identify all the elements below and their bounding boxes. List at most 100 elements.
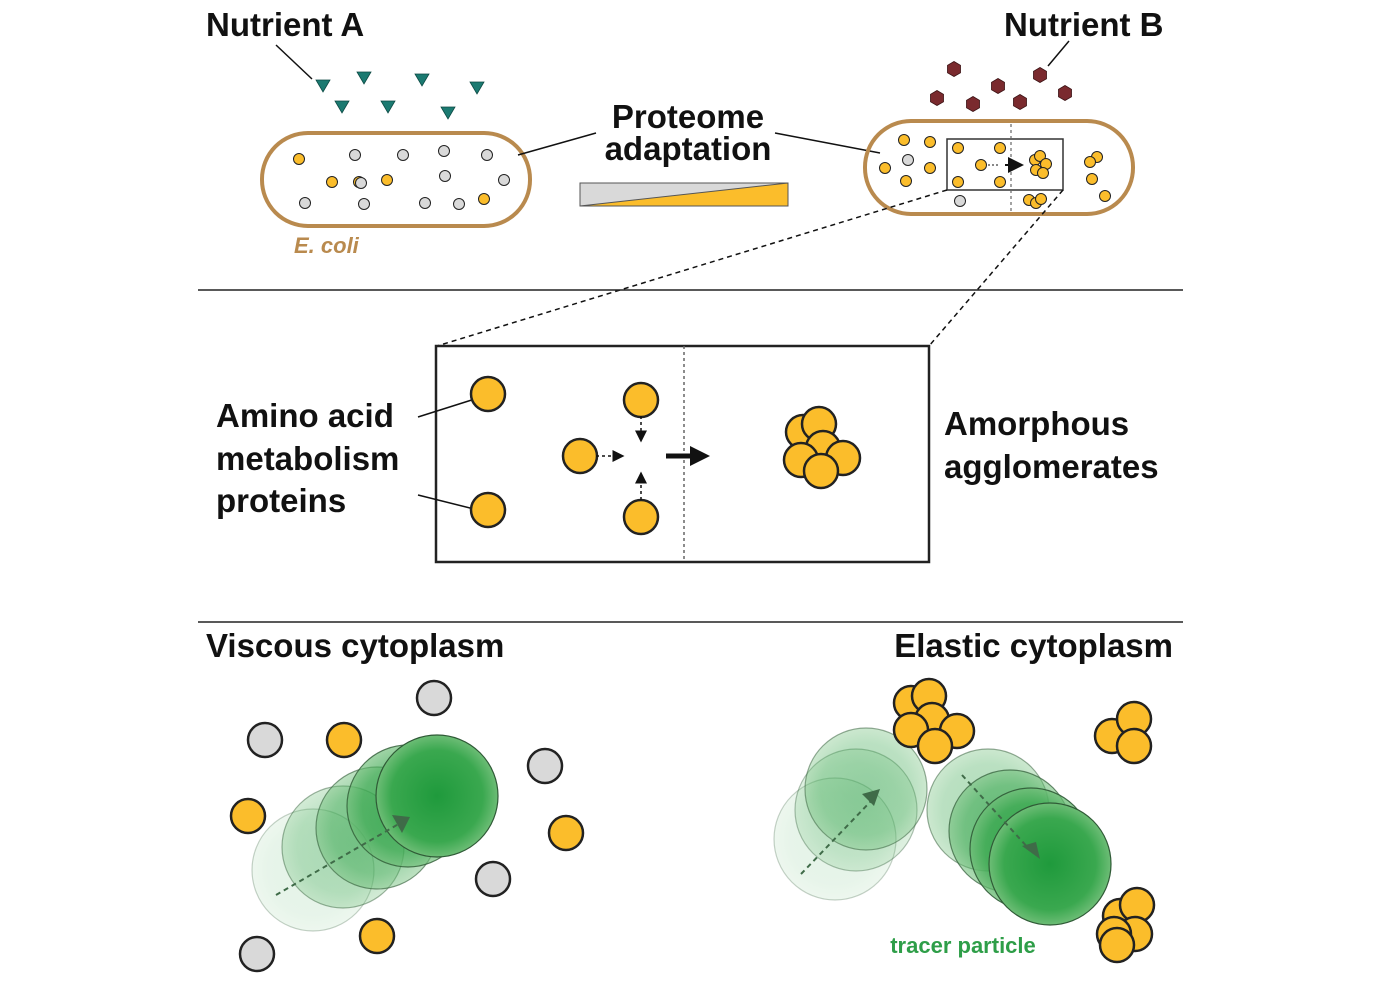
amorphous-label-line1: Amorphous	[944, 405, 1129, 442]
protein-yellow	[898, 134, 910, 146]
protein-yellow	[358, 917, 396, 955]
nutrient-b-hexagon-icon	[1033, 67, 1047, 83]
agglomerate-protein	[802, 452, 840, 490]
protein-gray	[238, 935, 276, 973]
amino-pointer-bottom	[417, 494, 479, 511]
nutrient-a-triangle-icon	[469, 81, 485, 95]
protein-yellow	[1086, 173, 1098, 185]
proteome-pointer-right	[774, 132, 881, 154]
amino-acid-protein	[622, 498, 660, 536]
nutrient-b-particles	[930, 61, 1072, 112]
tracer-particle	[804, 727, 928, 851]
protein-gray	[397, 149, 409, 161]
viscous-proteins	[229, 679, 585, 973]
protein-gray	[246, 721, 284, 759]
nutrient-b-hexagon-icon	[991, 78, 1005, 94]
viscous-arrowhead-icon	[392, 815, 410, 833]
proteome-label-line1: Proteome	[612, 98, 764, 135]
protein-yellow	[381, 174, 393, 186]
nutrient-b-label: Nutrient B	[1004, 6, 1164, 43]
tracer-particle	[988, 802, 1112, 926]
tracer-particle-label: tracer particle	[890, 933, 1036, 958]
protein-gray	[299, 197, 311, 209]
agglomerate-protein	[916, 727, 954, 765]
protein-yellow	[994, 176, 1006, 188]
elastic-arrowhead-2-icon	[1022, 842, 1040, 859]
protein-gray	[474, 860, 512, 898]
protein-gray	[902, 154, 914, 166]
protein-yellow	[924, 136, 936, 148]
elastic-trajectory-arrow-1	[800, 799, 873, 875]
nutrient-a-triangle-icon	[380, 100, 396, 114]
zoom-connector-left	[436, 189, 948, 347]
viscous-tracer-trajectory	[251, 734, 499, 932]
proteome-pointer-left	[517, 132, 597, 156]
protein-yellow	[924, 162, 936, 174]
agglomerate-protein	[1035, 193, 1047, 205]
nutrient-b-hexagon-icon	[1058, 85, 1072, 101]
protein-gray	[419, 197, 431, 209]
protein-yellow	[229, 797, 267, 835]
agglomerate-protein	[1098, 926, 1136, 964]
nutrient-a-pointer	[275, 44, 313, 80]
protein-gray	[453, 198, 465, 210]
protein-yellow	[952, 176, 964, 188]
amino-pointer-top	[417, 397, 479, 418]
protein-gray	[349, 149, 361, 161]
ecoli-cell-nutrient-a	[260, 131, 532, 228]
cell-a-proteins	[293, 145, 510, 210]
top-section: Nutrient A Nutrient B E. coli Proteome a…	[206, 6, 1164, 258]
protein-yellow	[1099, 190, 1111, 202]
agglomerate-protein	[1034, 150, 1046, 162]
nutrient-b-hexagon-icon	[947, 61, 961, 77]
nutrient-a-triangle-icon	[334, 100, 350, 114]
elastic-trajectory-arrow-2	[961, 774, 1031, 851]
agglomerate-cluster	[782, 405, 862, 490]
protein-yellow	[293, 153, 305, 165]
protein-gray	[526, 747, 564, 785]
protein-yellow	[326, 176, 338, 188]
zoom-inset-box	[946, 138, 1064, 191]
amino-acid-label-line3: proteins	[216, 482, 346, 519]
protein-gray	[481, 149, 493, 161]
protein-gray	[355, 177, 367, 189]
cell-b-proteins	[879, 134, 1111, 209]
protein-yellow	[325, 721, 363, 759]
viscous-trajectory-arrow	[275, 821, 403, 896]
agglomerate-protein	[1037, 167, 1049, 179]
single-proteins	[469, 375, 660, 536]
protein-yellow	[900, 175, 912, 187]
nutrient-a-triangle-icon	[440, 106, 456, 120]
protein-gray	[415, 679, 453, 717]
transition-arrow	[666, 446, 710, 466]
elastic-agglomerates	[892, 677, 1156, 964]
middle-section: Amino acid metabolism proteins Amorphous…	[216, 344, 1159, 564]
protein-gray	[498, 174, 510, 186]
nutrient-b-hexagon-icon	[930, 90, 944, 106]
protein-yellow	[994, 142, 1006, 154]
ecoli-cell-nutrient-b	[863, 119, 1135, 216]
nutrient-b-pointer	[1047, 40, 1070, 67]
agglomerate-protein	[1115, 727, 1153, 765]
nutrient-b-hexagon-icon	[966, 96, 980, 112]
protein-gray	[439, 170, 451, 182]
protein-yellow	[478, 193, 490, 205]
nutrient-a-triangle-icon	[356, 71, 372, 85]
nutrient-a-triangle-icon	[414, 73, 430, 87]
zoom-connector-right	[928, 189, 1064, 347]
nutrient-a-label: Nutrient A	[206, 6, 364, 43]
protein-yellow	[952, 142, 964, 154]
elastic-arrowhead-1-icon	[862, 789, 880, 806]
protein-yellow	[879, 162, 891, 174]
nutrient-a-particles	[315, 71, 485, 120]
nutrient-a-triangle-icon	[315, 79, 331, 93]
amino-acid-protein	[469, 375, 507, 413]
amino-acid-protein	[561, 437, 599, 475]
tracer-particle	[375, 734, 499, 858]
protein-yellow	[975, 159, 987, 171]
protein-yellow	[547, 814, 585, 852]
viscous-title: Viscous cytoplasm	[206, 627, 504, 664]
nutrient-b-hexagon-icon	[1013, 94, 1027, 110]
amino-acid-protein	[622, 381, 660, 419]
